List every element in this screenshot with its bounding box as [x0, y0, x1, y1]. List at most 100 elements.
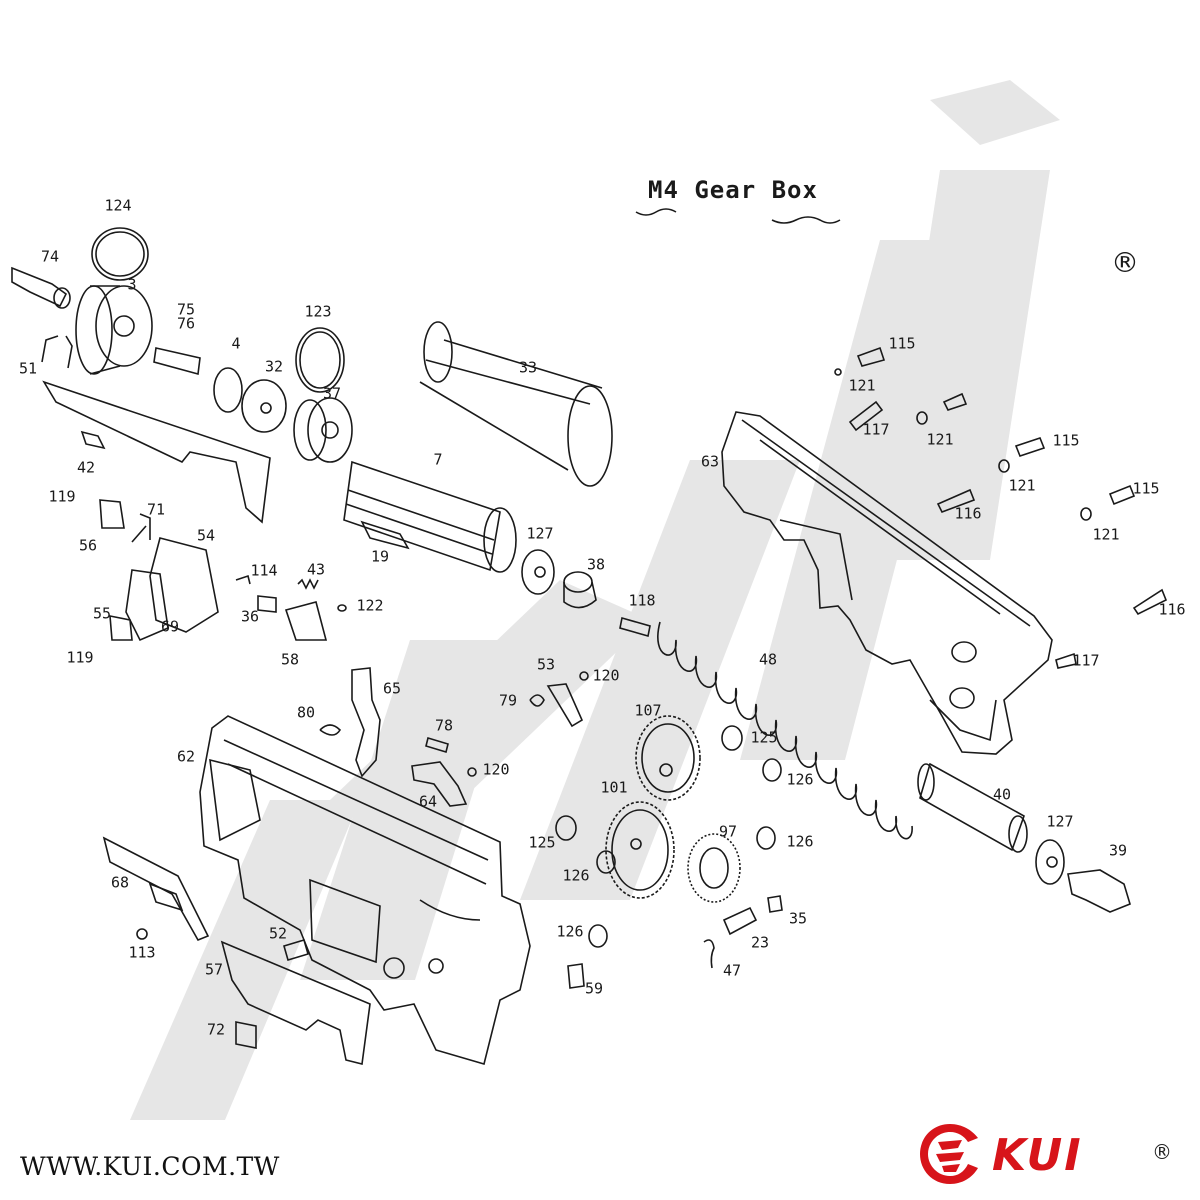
part-number-label: 36: [240, 607, 260, 626]
part-number-label: 101: [600, 778, 628, 797]
part-number-label: 71: [146, 500, 166, 519]
part-39-spring-guide-plate: [1067, 869, 1131, 913]
part-number-label: 120: [482, 760, 510, 779]
part-number-label: 39: [1108, 841, 1128, 860]
part-number-label: 126: [786, 832, 814, 851]
part-number-label: 80: [296, 703, 316, 722]
part-number-label: 121: [926, 430, 954, 449]
part-number-label: 123: [304, 302, 332, 321]
part-35: [767, 895, 783, 913]
part-120-ring: [579, 671, 589, 681]
part-38-bushing: [563, 571, 597, 609]
part-number-label: 127: [1046, 812, 1074, 831]
part-number-label: 122: [356, 596, 384, 615]
part-number-label: 114: [250, 561, 278, 580]
kui-logo: KUI ®: [912, 1118, 1182, 1190]
part-number-label: 125: [528, 833, 556, 852]
part-number-label: 23: [750, 933, 770, 952]
part-number-label: 68: [110, 873, 130, 892]
part-number-label: 79: [498, 691, 518, 710]
screws-right: [834, 346, 1168, 669]
part-number-label: 107: [634, 701, 662, 720]
part-54-switch-assembly: [99, 499, 219, 642]
part-107-sector-gear: [635, 715, 701, 801]
part-number-label: 116: [1158, 600, 1186, 619]
part-19: [360, 520, 410, 550]
part-97-bevel-gear: [687, 833, 741, 903]
part-125-bearing: [721, 725, 743, 751]
part-124-oring: [91, 227, 149, 281]
part-number-label: 62: [176, 747, 196, 766]
part-number-label: 52: [268, 924, 288, 943]
part-number-label: 120: [592, 666, 620, 685]
part-number-label: 19: [370, 547, 390, 566]
part-number-label: 119: [66, 648, 94, 667]
part-number-label: 121: [848, 376, 876, 395]
part-122: [337, 604, 347, 612]
part-33-cylinder: [419, 321, 613, 487]
part-number-label: 76: [176, 314, 196, 333]
part-number-label: 97: [718, 822, 738, 841]
part-40-spring-guide: [917, 762, 1028, 853]
part-47-spring: [703, 939, 715, 969]
part-number-label: 3: [127, 275, 137, 294]
part-79-spring: [529, 694, 545, 707]
part-number-label: 33: [518, 358, 538, 377]
registered-mark: ®: [1111, 246, 1139, 279]
part-number-label: 47: [722, 961, 742, 980]
part-80-spring: [319, 724, 342, 736]
part-number-label: 51: [18, 359, 38, 378]
part-number-label: 119: [48, 487, 76, 506]
part-number-label: 35: [788, 909, 808, 928]
part-number-label: 48: [758, 650, 778, 669]
part-number-label: 75: [176, 300, 196, 319]
part-number-label: 69: [160, 617, 180, 636]
part-58: [284, 601, 328, 641]
part-number-label: 37: [322, 384, 342, 403]
part-number-label: 116: [954, 504, 982, 523]
part-63-gearbox-shell-right: [721, 411, 1053, 755]
diagram-title: M4 Gear Box: [648, 176, 818, 204]
part-7-piston: [343, 460, 517, 573]
part-number-label: 32: [264, 357, 284, 376]
part-number-label: 126: [786, 770, 814, 789]
part-number-label: 38: [586, 555, 606, 574]
part-59: [567, 963, 585, 989]
part-number-label: 55: [92, 604, 112, 623]
part-number-label: 126: [556, 922, 584, 941]
part-number-label: 115: [1052, 431, 1080, 450]
part-74-nozzle: [11, 266, 71, 309]
part-68: [102, 836, 210, 942]
part-43-spring: [297, 578, 319, 590]
part-number-label: 118: [628, 591, 656, 610]
part-52: [283, 939, 309, 961]
part-126-bearing: [762, 758, 782, 782]
part-72: [235, 1021, 257, 1049]
part-number-label: 65: [382, 679, 402, 698]
part-78-spring: [425, 736, 449, 754]
part-51-hook: [41, 335, 73, 369]
part-number-label: 72: [206, 1020, 226, 1039]
part-number-label: 7: [433, 450, 443, 469]
part-number-label: 124: [104, 196, 132, 215]
part-42: [80, 430, 106, 450]
part-number-label: 115: [1132, 479, 1160, 498]
part-number-label: 115: [888, 334, 916, 353]
part-37-piston-head: [293, 397, 353, 463]
part-number-label: 125: [750, 728, 778, 747]
part-65-trigger: [351, 667, 381, 778]
logo-registered-mark: ®: [1152, 1140, 1172, 1164]
part-32-washer: [241, 379, 287, 433]
part-number-label: 58: [280, 650, 300, 669]
part-number-label: 78: [434, 716, 454, 735]
part-113: [136, 928, 148, 940]
part-75-pipe: [153, 347, 201, 376]
part-number-label: 127: [526, 524, 554, 543]
part-101-spur-gear: [605, 801, 675, 899]
lion-icon: [920, 1124, 978, 1184]
part-number-label: 4: [231, 334, 241, 353]
part-number-label: 74: [40, 247, 60, 266]
part-number-label: 126: [562, 866, 590, 885]
